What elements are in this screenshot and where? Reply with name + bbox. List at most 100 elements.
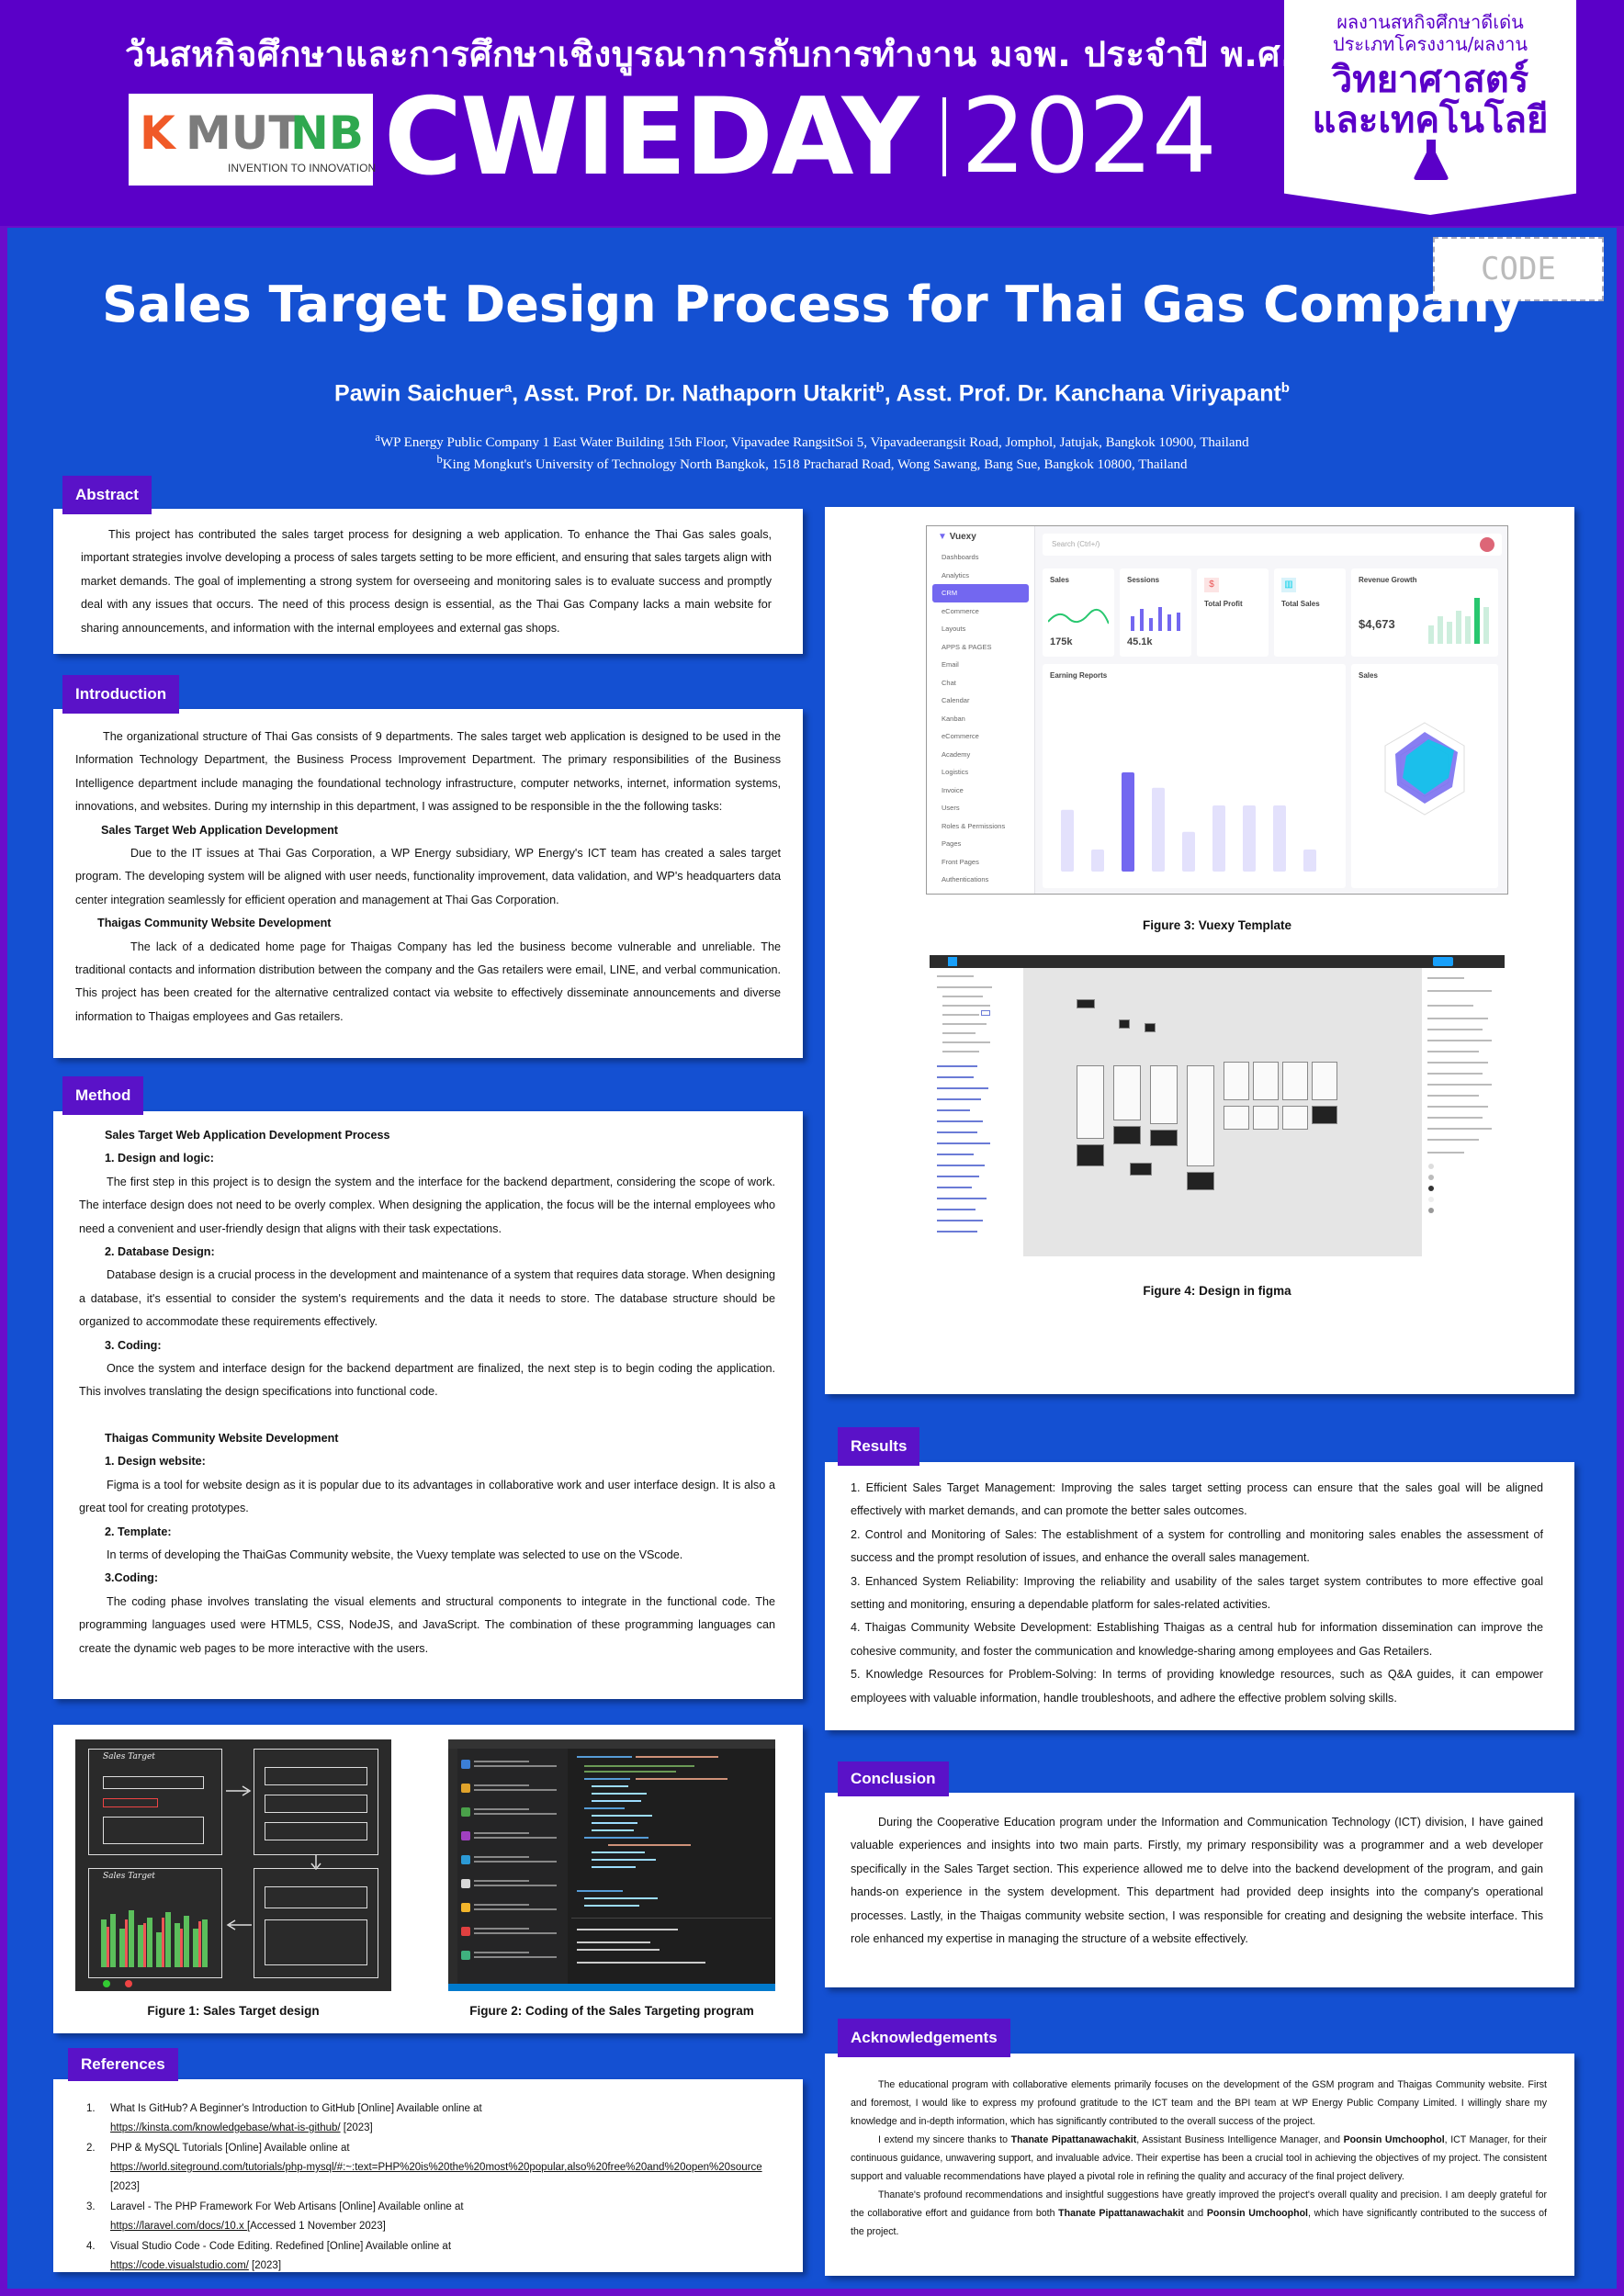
earning-bar — [1152, 787, 1165, 872]
reference-link[interactable]: https://code.visualstudio.com/ — [110, 2260, 249, 2271]
vuexy-nav-item[interactable]: Chat — [942, 678, 956, 687]
vuexy-nav-item[interactable]: Kanban — [942, 714, 965, 723]
vuexy-nav-item[interactable]: Front Pages — [942, 857, 979, 866]
method-paragraph-3: Once the system and interface design for… — [79, 1362, 775, 1399]
figma-frame — [1253, 1106, 1279, 1130]
ack-paragraph-3: Thanate's profound recommendations and i… — [851, 2186, 1547, 2241]
reference-tail: [2023] — [340, 2122, 373, 2133]
method-step-5: 2. Template: — [105, 1525, 172, 1538]
ack-text: and — [1183, 2208, 1207, 2219]
vuexy-topbar: Search (Ctrl+/) — [1043, 534, 1502, 556]
earning-bar — [1122, 772, 1134, 872]
sketch-frame — [88, 1749, 222, 1855]
event-divider — [942, 97, 946, 176]
vuexy-nav-item[interactable]: eCommerce — [942, 732, 979, 740]
sketch-bar-chart — [101, 1910, 208, 1967]
results-body: 1. Efficient Sales Target Management: Im… — [825, 1462, 1574, 1710]
event-name: CWIEDAY — [384, 75, 919, 199]
card-title: Total Profit — [1204, 600, 1243, 608]
reference-link[interactable]: https://laravel.com/docs/10.x — [110, 2221, 247, 2232]
method-heading-2: Thaigas Community Website Development — [105, 1431, 339, 1445]
affiliation-a-text: WP Energy Public Company 1 East Water Bu… — [379, 435, 1249, 450]
radar-chart — [1384, 722, 1465, 816]
vuexy-search[interactable]: Search (Ctrl+/) — [1052, 540, 1100, 548]
conclusion-text: During the Cooperative Education program… — [851, 1816, 1543, 1946]
vuexy-nav-item[interactable]: Email — [942, 660, 959, 669]
author-1: Pawin Saichuer — [334, 380, 504, 407]
vscode-screenshot — [448, 1739, 775, 1991]
vuexy-nav-item[interactable]: Analytics — [942, 570, 970, 580]
conclusion-body: During the Cooperative Education program… — [825, 1793, 1574, 1951]
figma-share-button[interactable] — [1433, 957, 1453, 966]
vuexy-nav-item[interactable]: Logistics — [942, 768, 969, 776]
vuexy-nav-item[interactable]: Authentications — [942, 875, 989, 884]
acknowledgements-heading: Acknowledgements — [838, 2019, 1010, 2057]
method-paragraph-4: Figma is a tool for website design as it… — [79, 1478, 775, 1515]
figma-frame — [1282, 1106, 1308, 1130]
vuexy-nav-item[interactable]: Invoice — [942, 785, 964, 794]
reference-body: What Is GitHub? A Beginner's Introductio… — [110, 2099, 482, 2138]
method-step-1: 1. Design and logic: — [105, 1152, 214, 1165]
sales-target-sketch: Sales Target Sales Target — [75, 1739, 391, 1991]
vuexy-brand: ▼ Vuexy — [927, 526, 1034, 548]
code-editor — [571, 1756, 772, 1964]
arrow-right-icon — [226, 1785, 252, 1796]
vuexy-nav-item[interactable]: Users — [942, 804, 960, 812]
vuexy-nav-item[interactable]: Layouts — [942, 625, 966, 633]
method-paragraph-6: The coding phase involves translating th… — [79, 1594, 775, 1655]
vuexy-nav-item[interactable]: CRM — [932, 584, 1029, 602]
vscode-activity-bar — [448, 1749, 457, 1984]
event-year: 2024 — [961, 77, 1217, 197]
figma-frame — [1130, 1163, 1152, 1176]
vuexy-nav-item[interactable]: Academy — [942, 749, 971, 759]
vuexy-nav-item[interactable]: eCommerce — [942, 606, 979, 615]
ack-text: , which have significantly contributed t… — [851, 2208, 1547, 2237]
abstract-body: This project has contributed the sales t… — [53, 509, 803, 640]
figma-frame — [1145, 1023, 1156, 1032]
conclusion-heading: Conclusion — [838, 1761, 949, 1796]
vuexy-card-sessions: Sessions 45.1k — [1120, 568, 1191, 657]
vscode-title-bar — [448, 1739, 775, 1749]
earning-bar — [1273, 805, 1286, 872]
vuexy-nav-item[interactable]: Calendar — [942, 696, 970, 704]
avatar[interactable] — [1480, 537, 1494, 552]
acknowledgements-body: The educational program with collaborati… — [825, 2054, 1574, 2241]
figma-frame — [1253, 1062, 1279, 1100]
card-value: $4,673 — [1359, 617, 1395, 631]
reference-number: 4. — [86, 2241, 96, 2252]
reference-link[interactable]: https://kinsta.com/knowledgebase/what-is… — [110, 2122, 341, 2133]
reference-item: 4. Visual Studio Code - Code Editing. Re… — [86, 2237, 784, 2276]
reference-number: 1. — [86, 2103, 96, 2114]
result-item: 1. Efficient Sales Target Management: Im… — [851, 1481, 1543, 1518]
vuexy-logo-icon: ▼ — [938, 532, 947, 542]
vuexy-nav-item[interactable]: Pages — [942, 839, 962, 848]
conclusion-panel: During the Cooperative Education program… — [825, 1793, 1574, 1987]
reference-tail: [2023] — [110, 2181, 140, 2192]
sketch-field — [265, 1822, 367, 1840]
vscode-status-bar — [448, 1984, 775, 1991]
method-step-2: 2. Database Design: — [105, 1245, 215, 1259]
card-title: Total Sales — [1281, 600, 1320, 608]
sketch-list — [265, 1919, 367, 1965]
ack-name: Thanate Pipattanawachakit — [1010, 2134, 1137, 2145]
reference-number: 3. — [86, 2201, 96, 2212]
vuexy-nav-item[interactable]: Roles & Permissions — [942, 821, 1006, 830]
ack-text: , Assistant Business Intelligence Manage… — [1136, 2134, 1344, 2145]
method-heading-1: Sales Target Web Application Development… — [105, 1129, 390, 1142]
figma-frame — [1312, 1106, 1337, 1124]
vuexy-nav-item[interactable]: Dashboards — [942, 553, 979, 561]
card-title: Sales — [1359, 671, 1378, 680]
kmutnb-logo: K MUT NB INVENTION TO INNOVATION — [129, 94, 376, 186]
reference-text: What Is GitHub? A Beginner's Introductio… — [110, 2103, 482, 2114]
figma-frame — [1113, 1065, 1141, 1120]
figma-frame — [1150, 1130, 1178, 1146]
abstract-text: This project has contributed the sales t… — [81, 528, 772, 635]
ack-text: Thanate's profound recommendations and i… — [851, 2189, 1547, 2219]
vuexy-nav-item[interactable]: APPS & PAGES — [942, 642, 992, 651]
reference-link[interactable]: https://world.siteground.com/tutorials/p… — [110, 2162, 762, 2173]
figma-frame — [1077, 1065, 1104, 1139]
vuexy-card-sales: Sales 175k — [1043, 568, 1114, 657]
figma-properties-panel — [1422, 968, 1505, 1256]
